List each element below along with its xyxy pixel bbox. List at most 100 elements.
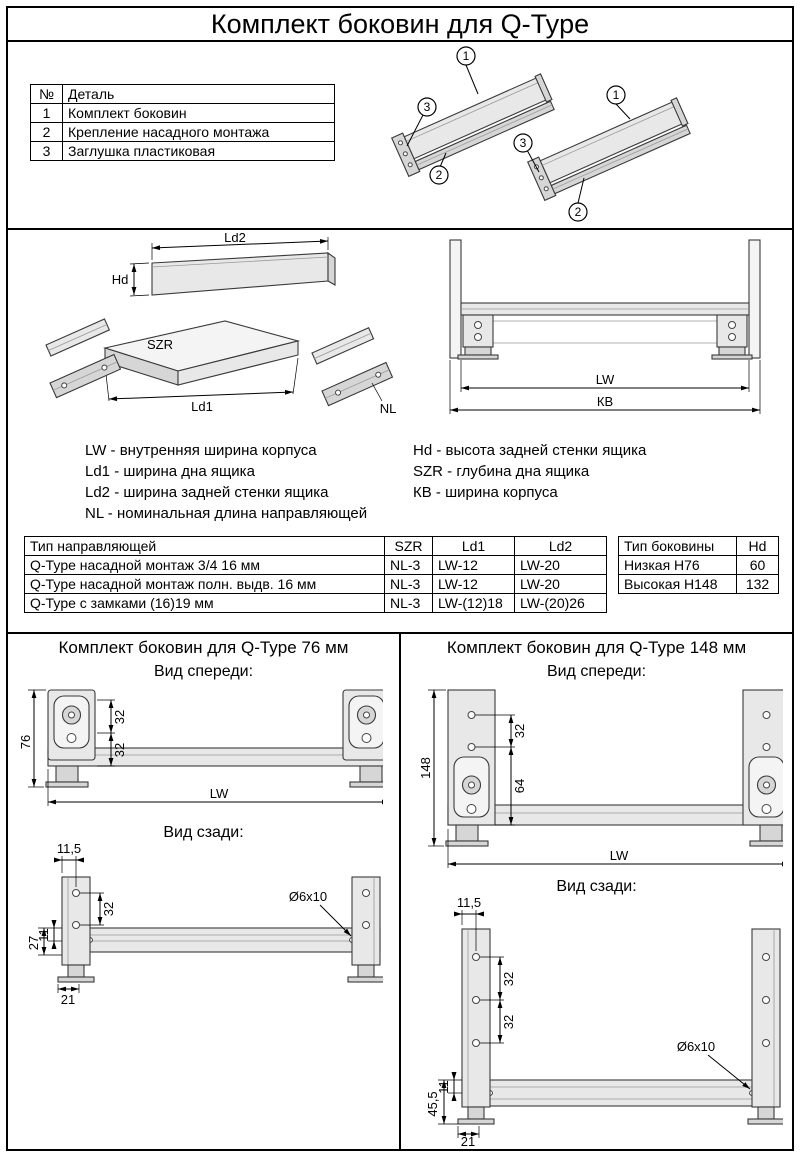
drawer-rear-assembly	[457, 302, 753, 360]
svg-text:1: 1	[463, 49, 470, 63]
rail-szr: NL-3	[384, 555, 433, 575]
legend-item: Hd - высота задней стенки ящика	[413, 442, 647, 459]
foot-right	[349, 765, 383, 788]
table-row: Q-Type с замками (16)19 мм NL-3 LW-(12)1…	[24, 593, 607, 613]
part-name: Крепление насадного монтажа	[62, 122, 335, 142]
rails-header: SZR	[384, 536, 433, 556]
rear-view-label-148: Вид сзади:	[556, 878, 637, 895]
table-row: Низкая H76 60	[618, 555, 779, 575]
foot-left	[457, 1106, 495, 1125]
rail-ld2: LW-(20)26	[514, 593, 607, 613]
svg-text:64: 64	[512, 779, 527, 793]
table-row: 1 Комплект боковин	[30, 103, 335, 123]
rail-szr: NL-3	[384, 574, 433, 594]
svg-text:КВ: КВ	[597, 394, 613, 409]
sides-table: Тип боковины Hd Низкая H76 60 Высокая H1…	[618, 536, 779, 594]
svg-text:148: 148	[418, 757, 433, 779]
bottom-rail	[447, 804, 783, 826]
rails-header: Ld2	[514, 536, 607, 556]
bottom-rail	[61, 927, 381, 953]
drawer-bottom	[102, 320, 301, 386]
sides-header: Тип боковины	[618, 536, 737, 556]
hole-callout: Ø6x10	[289, 889, 352, 937]
table-row: Q-Type насадной монтаж полн. выдв. 16 мм…	[24, 574, 607, 594]
foot-right	[747, 1106, 783, 1125]
dim-hd: Hd	[112, 262, 150, 297]
dim-32: 32	[475, 714, 527, 748]
callout-2: 2	[568, 177, 588, 222]
side-left	[447, 689, 496, 826]
right-rail-lower	[321, 361, 394, 407]
dim-27: 27	[26, 928, 62, 956]
dim-11-5: 11,5	[54, 843, 84, 887]
cabinet-front-drawing: LW КВ	[449, 239, 761, 414]
page-title: Комплект боковин для Q-Type	[210, 9, 590, 39]
slide-left	[47, 689, 96, 761]
legend-item: SZR - глубина дна ящика	[413, 463, 590, 480]
cabinet-side-left	[449, 239, 462, 359]
svg-text:32: 32	[112, 710, 127, 724]
dim-32-upper: 32	[480, 956, 516, 1001]
cabinet-side-right	[748, 239, 761, 359]
column-divider	[399, 632, 401, 1149]
parts-header-part: Деталь	[62, 84, 335, 104]
sides-header: Hd	[736, 536, 779, 556]
rail-ld1: LW-(12)18	[432, 593, 515, 613]
exploded-drawing: Ld2 Hd SZR Ld1	[45, 233, 396, 416]
svg-text:45,5: 45,5	[425, 1091, 440, 1116]
rail-ld1: LW-12	[432, 555, 515, 575]
front-view-label-76: Вид спереди:	[153, 663, 254, 680]
legend-item: Ld2 - ширина задней стенки ящика	[85, 484, 329, 501]
part-num: 1	[30, 103, 63, 123]
dim-64: 64	[495, 747, 527, 826]
part-name: Комплект боковин	[62, 103, 335, 123]
dim-height-76: 76	[18, 689, 46, 788]
side-hd: 132	[736, 574, 779, 594]
dim-45-5: 45,5	[425, 1080, 458, 1125]
table-row: Тип направляющей SZR Ld1 Ld2	[24, 536, 607, 556]
parts-table: № Деталь 1 Комплект боковин 2 Крепление …	[30, 84, 335, 161]
svg-text:32: 32	[512, 724, 527, 738]
svg-text:Ø6x10: Ø6x10	[677, 1039, 715, 1054]
rail-ld1: LW-12	[432, 574, 515, 594]
dim-lw: LW	[460, 360, 750, 392]
side-type: Высокая H148	[618, 574, 737, 594]
foot-right	[749, 824, 783, 847]
iso-drawing: 1 3 2 1 3 2	[390, 46, 691, 222]
svg-text:3: 3	[424, 100, 431, 114]
foot-left	[445, 824, 489, 847]
drawer-side-assembly-left	[390, 73, 555, 178]
parts-header-num: №	[30, 84, 63, 104]
svg-text:LW: LW	[596, 372, 615, 387]
front-view-148-drawing: 148 32 64 LW	[418, 689, 783, 868]
dim-lw: LW	[47, 769, 383, 806]
side-right	[742, 689, 783, 826]
foot-right	[347, 964, 383, 983]
bottom-rail	[461, 1079, 781, 1107]
section-title-76: Комплект боковин для Q-Type 76 мм	[58, 638, 349, 657]
legend-right: Hd - высота задней стенки ящика SZR - гл…	[413, 440, 646, 503]
table-row: Q-Type насадной монтаж 3/4 16 мм NL-3 LW…	[24, 555, 607, 575]
foot-left	[57, 964, 95, 983]
side-hd: 60	[736, 555, 779, 575]
callout-1: 1	[606, 85, 631, 120]
dim-32: 32	[80, 892, 116, 926]
legend-item: NL - номинальная длина направляющей	[85, 505, 368, 522]
rails-header: Тип направляющей	[24, 536, 385, 556]
legend-item: LW - внутренняя ширина корпуса	[85, 442, 317, 459]
svg-text:2: 2	[436, 168, 443, 182]
part-num: 2	[30, 122, 63, 142]
table-row: Тип боковины Hd	[618, 536, 779, 556]
rear-view-76-drawing: 11,5 32 11 27 21 Ø6x10	[26, 843, 383, 1007]
section-title-148: Комплект боковин для Q-Type 148 мм	[446, 638, 747, 657]
legend-left: LW - внутренняя ширина корпуса Ld1 - шир…	[85, 440, 367, 524]
rail-type: Q-Type насадной монтаж полн. выдв. 16 мм	[24, 574, 385, 594]
svg-text:11,5: 11,5	[57, 843, 81, 856]
dim-lw: LW	[447, 829, 783, 868]
dim-21: 21	[457, 1126, 480, 1147]
table-row: № Деталь	[30, 84, 335, 104]
svg-text:3: 3	[520, 136, 527, 150]
rails-header: Ld1	[432, 536, 515, 556]
part-name: Заглушка пластиковая	[62, 141, 335, 161]
bracket-left	[461, 928, 491, 1108]
